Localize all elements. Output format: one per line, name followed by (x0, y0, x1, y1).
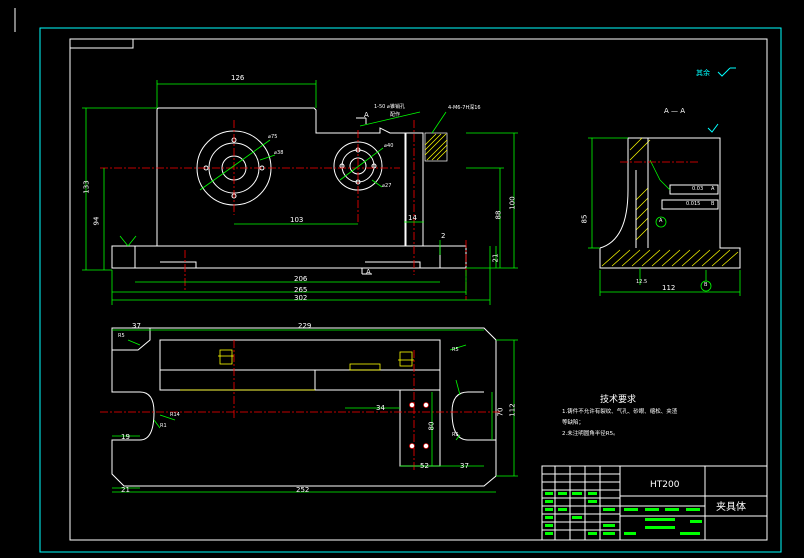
code-box (69, 38, 134, 49)
top-view (100, 327, 518, 493)
dim-52: 52 (420, 462, 429, 470)
tolerance-1-datum: A (711, 186, 715, 192)
front-body-outline (156, 107, 407, 246)
callout-threaded-holes: 4-M6-7H深16 (448, 105, 481, 111)
front-view (82, 67, 736, 305)
sheet-outer-border (39, 27, 782, 553)
dim-112-top: 112 (508, 403, 517, 417)
tech-req-item-1: 1.铸件不允许有裂纹、气孔、砂眼、缩松、夹渣 (562, 409, 678, 415)
dim-phi27: ⌀27 (382, 183, 392, 189)
dim-r5-b: R5 (452, 347, 459, 353)
dim-94: 94 (92, 216, 101, 226)
dim-r14: R14 (170, 412, 180, 418)
tolerance-2-datum: B (711, 201, 715, 207)
dim-302: 302 (294, 294, 308, 302)
dim-80: 80 (427, 421, 436, 431)
dim-r5-c: R5 (452, 432, 459, 438)
front-base (111, 245, 467, 269)
callout-match-drill: 配作 (390, 112, 401, 118)
dim-265: 265 (294, 286, 308, 294)
tolerance-1-value: 0.03 (692, 186, 704, 192)
dim-12-5: 12.5 (636, 279, 648, 285)
roughness-symbol-icon (717, 67, 736, 77)
section-mark-a-top: A (364, 111, 369, 119)
part-name-label: 夹具体 (716, 502, 746, 513)
tech-req-item-1-cont: 等缺陷； (562, 420, 585, 426)
tech-req-item-2: 2.未注明圆角半径R5。 (562, 431, 619, 437)
dim-37-bottom: 37 (460, 462, 469, 470)
dim-r1: R1 (160, 423, 167, 429)
tech-req-title: 技术要求 (600, 395, 637, 405)
dim-133: 133 (82, 180, 91, 194)
dim-252: 252 (296, 486, 310, 494)
dim-21-top: 21 (121, 486, 130, 494)
dim-2: 2 (441, 232, 446, 240)
dim-phi75: ⌀75 (268, 134, 278, 140)
dim-112-section: 112 (662, 284, 676, 292)
dim-34: 34 (376, 404, 385, 412)
section-view-title: A — A (664, 107, 686, 115)
dim-126: 126 (231, 74, 245, 82)
dim-229: 229 (298, 322, 312, 330)
dim-88: 88 (494, 210, 503, 220)
dim-70: 70 (496, 407, 505, 417)
dim-19: 19 (121, 433, 130, 441)
dim-100: 100 (508, 196, 517, 210)
dim-85: 85 (580, 214, 589, 224)
dim-206: 206 (294, 275, 308, 283)
material-label: HT200 (650, 480, 680, 490)
roughness-other-label: 其余 (696, 69, 710, 77)
tolerance-2-value: 0.015 (686, 201, 701, 207)
datum-b-symbol: B (704, 282, 708, 288)
front-section-hatch (424, 132, 448, 162)
dim-37-top: 37 (132, 322, 141, 330)
datum-a-symbol: A (659, 218, 663, 224)
title-block (541, 465, 768, 541)
dim-phi38: ⌀38 (274, 150, 284, 156)
callout-taper-pin: 1-50 ⌀锥销孔 (374, 104, 405, 110)
dim-21: 21 (491, 253, 500, 263)
dim-103: 103 (290, 216, 304, 224)
dim-14: 14 (408, 214, 417, 222)
section-mark-a-bottom: A (366, 268, 371, 276)
dim-r5-a: R5 (118, 333, 125, 339)
sheet-inner-border (69, 38, 768, 541)
dim-phi40: ⌀40 (384, 143, 394, 149)
section-view (588, 123, 741, 296)
